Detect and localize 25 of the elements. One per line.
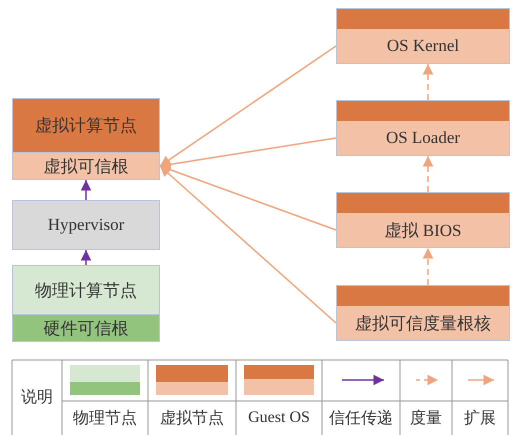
legend-label: 信任传递 — [328, 408, 394, 428]
hardware-root-box: 硬件可信根 — [12, 314, 160, 342]
arrow — [160, 165, 336, 324]
arrow — [422, 64, 434, 100]
virtual-root-box: 虚拟可信根 — [12, 152, 160, 180]
guest-os-box: OS Kernel — [336, 8, 510, 64]
guest-os-box: 虚拟可信度量根核 — [336, 285, 510, 341]
arrow — [422, 248, 434, 285]
legend-label: 物理节点 — [72, 408, 138, 428]
arrow — [80, 250, 92, 265]
virtual-node-box: 虚拟计算节点 — [12, 98, 160, 153]
physical-node-box: 物理计算节点 — [12, 265, 160, 315]
arrow — [80, 180, 92, 200]
legend-label: 度量 — [409, 408, 443, 428]
legend-label: Guest OS — [247, 408, 311, 428]
arrow — [160, 45, 336, 167]
legend-label: 扩展 — [463, 408, 497, 428]
guest-os-box: OS Loader — [336, 100, 510, 156]
legend-label: 虚拟节点 — [159, 408, 225, 428]
hypervisor-box: Hypervisor — [12, 200, 160, 250]
arrow — [160, 137, 336, 170]
arrow — [422, 156, 434, 192]
guest-os-box: 虚拟 BIOS — [336, 192, 510, 248]
arrow — [160, 164, 336, 231]
legend-heading: 说明 — [20, 388, 54, 408]
